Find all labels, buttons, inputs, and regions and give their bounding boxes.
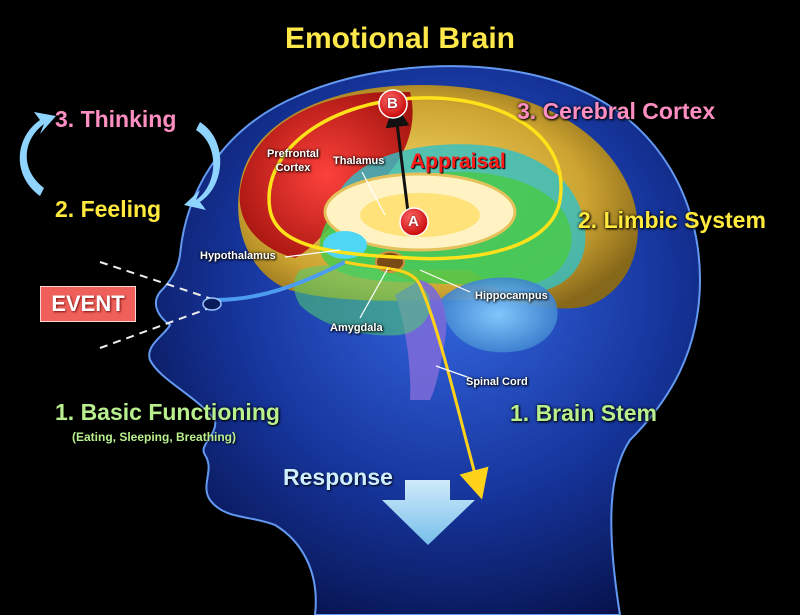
basic-functioning-subtitle: (Eating, Sleeping, Breathing) [72, 430, 237, 444]
basic-functioning-label: 1. Basic Functioning [55, 399, 280, 425]
amygdala-label: Amygdala [330, 322, 383, 334]
appraisal-label: Appraisal [410, 150, 506, 173]
appraisal-arrow [385, 103, 410, 213]
pointer-hypothalamus [284, 249, 341, 258]
limbic-system-label: 2. Limbic System [578, 207, 766, 233]
response-label: Response [283, 464, 393, 490]
cerebral-cortex-label: 3. Cerebral Cortex [517, 98, 716, 124]
node-b [378, 89, 408, 119]
temporal-lobe [294, 265, 431, 336]
spinal-cord-label: Spinal Cord [466, 376, 528, 388]
prefrontal-cortex-label-line2: Cortex [275, 162, 311, 174]
response-path [344, 260, 489, 500]
node-b-label: B [387, 95, 398, 112]
event-ray-bottom [99, 305, 216, 349]
event-ray-top [99, 261, 216, 301]
feeling-to-thinking-arrow [19, 112, 57, 196]
hippocampus-label: Hippocampus [475, 290, 548, 302]
pointer-amygdala [359, 267, 389, 319]
optic-pathway [214, 260, 346, 302]
thinking-label: 3. Thinking [55, 106, 177, 132]
cerebellum-region [440, 277, 558, 353]
thinking-to-feeling-arrow [184, 122, 221, 210]
event-box: EVENT [40, 286, 136, 322]
node-a-label: A [408, 213, 419, 230]
pointer-thalamus [361, 171, 386, 216]
brain-stem-label: 1. Brain Stem [510, 400, 657, 426]
pointer-hippocampus [419, 269, 471, 293]
thalamus-label: Thalamus [333, 155, 385, 167]
node-a [399, 207, 429, 237]
feeling-label: 2. Feeling [55, 196, 162, 222]
prefrontal-cortex-label-line1: Prefrontal [267, 148, 319, 160]
hypothalamus-label: Hypothalamus [200, 250, 276, 262]
page-title: Emotional Brain [284, 22, 516, 55]
response-arrow [382, 480, 475, 545]
pointer-spinal-cord [435, 365, 471, 379]
prefrontal-cortex-region [239, 91, 413, 259]
eye [202, 297, 222, 311]
appraisal-loop [267, 96, 563, 261]
